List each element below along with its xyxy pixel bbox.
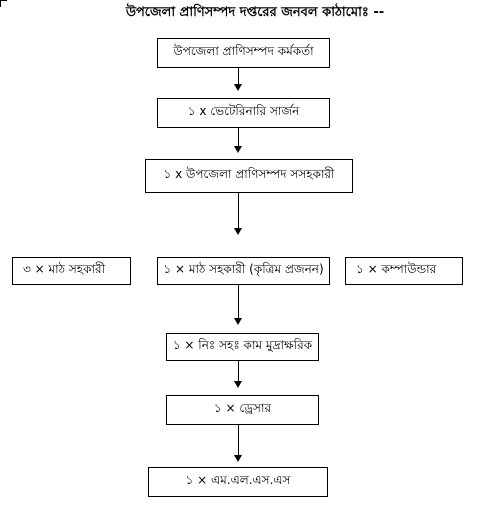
dresser-box: ১ × ড্রেসার <box>166 395 319 425</box>
compounder-label: ১ × কম্পাউন্ডার <box>356 262 437 276</box>
mlss-label: ১ × এম.এল.এস.এস <box>185 473 291 487</box>
clerk-typist-box: ১ × নিঃ সহঃ কাম মুদ্রাক্ষরিক <box>166 333 319 361</box>
connector-line <box>238 128 239 146</box>
chart-title: উপজেলা প্রাণিসম্পদ দপ্তরের জনবল কাঠামোঃ … <box>125 5 385 20</box>
vet-surgeon-label: ১ x ভেটেরিনারি সার্জন <box>187 104 300 118</box>
livestock-assistant-box: ১ x উপজেলা প্রাণিসম্পদ সসহকারী <box>145 159 353 193</box>
compounder-box: ১ × কম্পাউন্ডার <box>345 257 463 285</box>
connector-line <box>238 193 239 228</box>
upazila-officer-box: উপজেলা প্রাণিসম্পদ কর্মকর্তা <box>157 38 330 68</box>
upazila-officer-label: উপজেলা প্রাণিসম্পদ কর্মকর্তা <box>173 44 314 58</box>
vet-surgeon-box: ১ x ভেটেরিনারি সার্জন <box>157 98 330 128</box>
connector-line <box>238 68 239 84</box>
connector-line <box>238 425 239 455</box>
field-assistant-ai-box: ১ × মাঠ সহকারী (কৃত্রিম প্রজনন) <box>157 257 330 285</box>
connector-line <box>238 361 239 381</box>
arrow-down-icon <box>234 381 242 388</box>
arrow-down-icon <box>234 455 242 462</box>
field-assistant-box: ৩ × মাঠ সহকারী <box>12 257 131 285</box>
arrow-down-icon <box>234 146 242 153</box>
mlss-box: ১ × এম.এল.এস.এস <box>148 467 328 497</box>
arrow-down-icon <box>234 318 242 325</box>
dresser-label: ১ × ড্রেসার <box>213 401 272 415</box>
livestock-assistant-label: ১ x উপজেলা প্রাণিসম্পদ সসহকারী <box>163 167 335 181</box>
arrow-down-icon <box>234 84 242 91</box>
arrow-down-icon <box>234 228 242 235</box>
field-assistant-label: ৩ × মাঠ সহকারী <box>23 262 105 276</box>
connector-line <box>238 285 239 318</box>
field-assistant-ai-label: ১ × মাঠ সহকারী (কৃত্রিম প্রজনন) <box>163 262 324 276</box>
clerk-typist-label: ১ × নিঃ সহঃ কাম মুদ্রাক্ষরিক <box>172 338 313 352</box>
corner-mark <box>0 0 7 7</box>
